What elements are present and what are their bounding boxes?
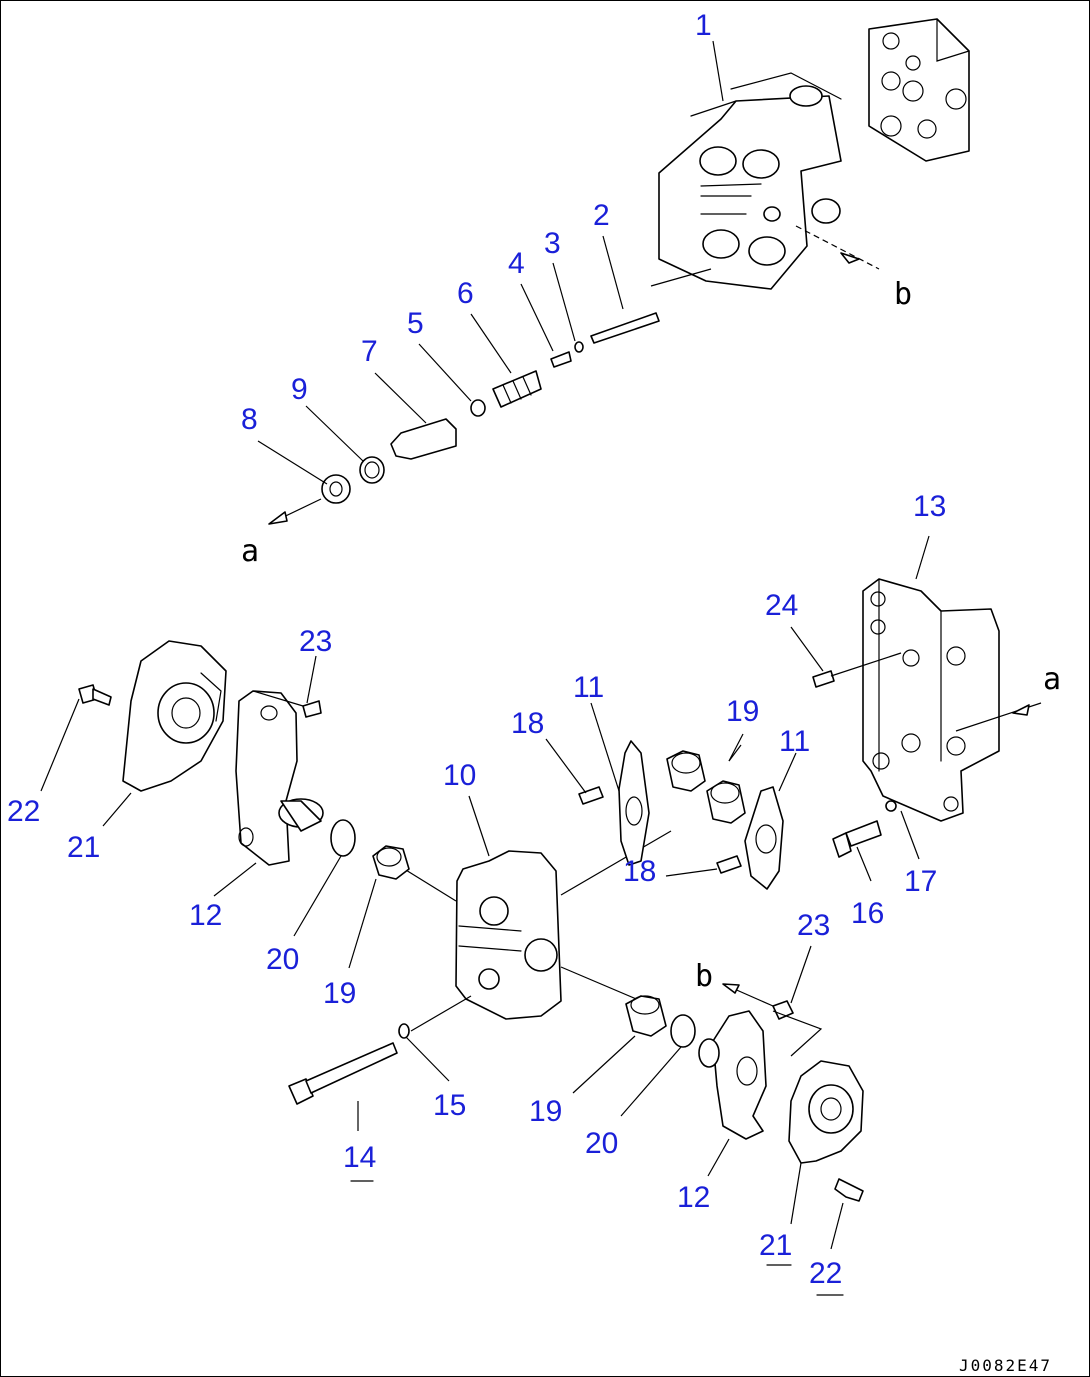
drawing-code: J0082E47	[959, 1356, 1052, 1375]
part-18-pin-lower	[716, 855, 742, 874]
callout-14: 14	[343, 1141, 376, 1174]
callout-4: 4	[508, 247, 525, 280]
part-20-oring-lower	[670, 1014, 696, 1048]
part-18-pin-upper	[578, 786, 604, 805]
callout-19-lower: 19	[529, 1095, 562, 1128]
part-19-bushing-lower	[625, 995, 667, 1037]
callout-15: 15	[433, 1089, 466, 1122]
callout-12-lower: 12	[677, 1181, 710, 1214]
part-12-bracket-lower	[698, 1010, 767, 1140]
callout-24: 24	[765, 589, 798, 622]
part-10-centre-body	[400, 830, 672, 1032]
callout-21-left: 21	[67, 831, 100, 864]
callout-7: 7	[361, 335, 378, 368]
valve-cover-plate	[868, 18, 970, 162]
callout-3: 3	[544, 227, 561, 260]
part-21-pump-cover-lower	[788, 1060, 864, 1164]
callout-19-upper: 19	[726, 695, 759, 728]
part-11-plate-upper	[618, 740, 650, 866]
callout-11-upper: 11	[573, 671, 604, 704]
flow-arrow-b-top	[795, 225, 880, 270]
callout-21-lower: 21	[759, 1229, 792, 1262]
callout-16: 16	[851, 897, 884, 930]
callout-22-left: 22	[7, 795, 40, 828]
leader-lines-top	[257, 40, 724, 485]
part-23-pin-left	[252, 690, 322, 718]
callout-20-lower: 20	[585, 1127, 618, 1160]
callout-18-lower: 18	[623, 855, 656, 888]
part-22-bolt-left	[78, 684, 112, 706]
callout-2: 2	[593, 199, 610, 232]
part-16-bolt	[832, 820, 882, 858]
part-15-washer	[398, 1023, 410, 1039]
part-22-bolt-lower	[834, 1178, 864, 1202]
callout-6: 6	[457, 277, 474, 310]
part-19-bushing-upper-1	[666, 750, 706, 792]
arrow-letter-b-bottom: b	[695, 959, 713, 994]
callout-22-lower: 22	[809, 1257, 842, 1290]
part-20-oring-left	[330, 819, 356, 857]
part-24-pin	[812, 652, 902, 688]
part-23-pin-lower	[772, 1000, 823, 1057]
callout-10: 10	[443, 759, 476, 792]
callout-20-left: 20	[266, 943, 299, 976]
callout-11-lower: 11	[779, 725, 810, 758]
callout-17: 17	[904, 865, 937, 898]
callout-23-lower: 23	[797, 909, 830, 942]
part-12-bracket-left	[235, 690, 324, 866]
spool-assembly	[268, 268, 712, 525]
callout-13: 13	[913, 490, 946, 523]
part-19-bushing-left	[372, 845, 410, 880]
callout-19-left: 19	[323, 977, 356, 1010]
part-14-long-bolt	[288, 1042, 398, 1105]
callout-18-upper: 18	[511, 707, 544, 740]
callout-1: 1	[695, 9, 712, 42]
part-17-washer	[885, 800, 897, 812]
part-13-side-plate	[862, 578, 1042, 822]
part-1-valve-body	[658, 72, 842, 290]
callout-23-upper: 23	[299, 625, 332, 658]
callout-8: 8	[241, 403, 258, 436]
callout-12-left: 12	[189, 899, 222, 932]
leader-lines-lower	[40, 535, 930, 1250]
arrow-letter-a-right: a	[1043, 662, 1061, 697]
part-11-plate-lower	[744, 786, 784, 890]
callout-9: 9	[291, 373, 308, 406]
part-21-pump-cover-left	[122, 640, 227, 792]
arrow-letter-b-top: b	[894, 277, 912, 312]
callout-5: 5	[407, 307, 424, 340]
flow-arrow-b-bottom	[722, 983, 774, 1007]
part-19-bushing-upper-2	[706, 780, 746, 824]
arrow-letter-a-left: a	[241, 534, 259, 569]
